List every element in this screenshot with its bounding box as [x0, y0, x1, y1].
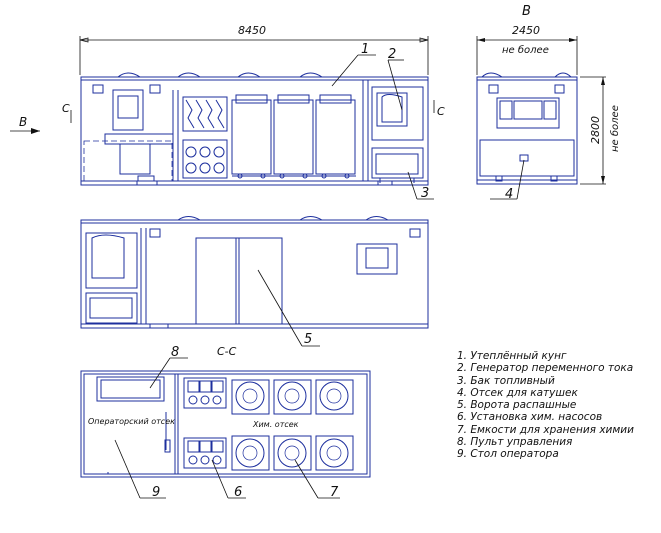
- chem-tanks-plan: [231, 379, 354, 471]
- end-view-b: [476, 36, 606, 200]
- length-dimension: 8450: [238, 24, 266, 37]
- section-mark-right: С: [437, 105, 445, 118]
- side-view-sectioned: 8450: [10, 24, 445, 200]
- legend-item: 9. Стол оператора: [457, 448, 559, 461]
- view-arrow-label: В: [19, 115, 27, 129]
- callout-3: 3: [421, 186, 429, 201]
- section-title: С-С: [217, 345, 237, 358]
- callout-5: 5: [304, 332, 312, 347]
- callout-6: 6: [234, 485, 242, 500]
- callout-7: 7: [330, 485, 339, 500]
- legend-item: 3. Бак топливный: [457, 374, 555, 387]
- callout-4: 4: [505, 187, 513, 202]
- operator-compartment-label: Операторский отсек: [88, 417, 175, 426]
- side-view-doors: [80, 216, 429, 347]
- callout-1: 1: [361, 42, 369, 57]
- pump-units-side: [182, 96, 228, 179]
- callout-9: 9: [152, 485, 160, 500]
- legend: 1. Утеплённый кунг 2. Генератор переменн…: [457, 350, 634, 461]
- height-dimension: 2800: [589, 116, 602, 144]
- callout-2: 2: [388, 47, 396, 62]
- legend-item: 6. Установка хим. насосов: [457, 411, 603, 424]
- view-b-title: В: [522, 4, 531, 19]
- section-mark-left: С: [62, 102, 70, 115]
- legend-item: 1. Утеплённый кунг: [457, 350, 567, 362]
- legend-item: 5. Ворота распашные: [457, 399, 577, 412]
- legend-item: 8. Пульт управления: [457, 436, 573, 449]
- width-dimension: 2450: [512, 24, 540, 37]
- pump-units-plan: [183, 377, 227, 469]
- legend-item: 7. Емкости для хранения химии: [457, 423, 634, 436]
- callout-8: 8: [171, 345, 179, 360]
- height-note: не более: [609, 105, 621, 152]
- chem-tanks-side: [231, 94, 356, 179]
- legend-item: 2. Генератор переменного тока: [457, 362, 634, 375]
- width-note: не более: [502, 44, 549, 56]
- chem-compartment-label: Хим. отсек: [252, 420, 299, 429]
- legend-item: 4. Отсек для катушек: [457, 386, 578, 399]
- plan-section: [80, 357, 371, 499]
